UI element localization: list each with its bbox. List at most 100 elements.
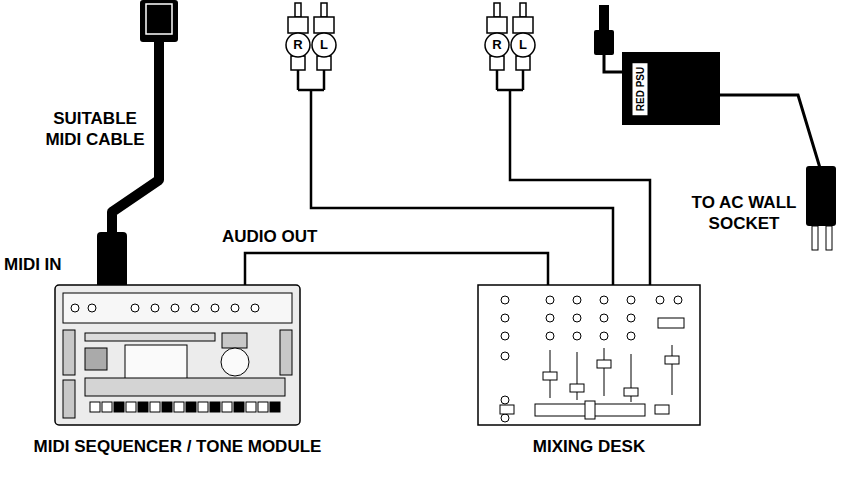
mixer-faders bbox=[624, 388, 638, 396]
mixer-illustration bbox=[478, 285, 700, 425]
rca-plug bbox=[485, 33, 509, 57]
rca-plug bbox=[522, 70, 525, 90]
sequencer-illustration bbox=[85, 333, 215, 341]
rca-plug bbox=[312, 33, 336, 57]
sequencer-illustration bbox=[63, 330, 75, 375]
channel-letter: R bbox=[290, 36, 306, 54]
rca-plug bbox=[314, 17, 334, 33]
rca-plug bbox=[497, 89, 523, 92]
rca-plug bbox=[511, 33, 535, 57]
mixer-faders bbox=[597, 348, 611, 396]
mixer-knobs bbox=[627, 332, 635, 340]
rca-plug bbox=[295, 3, 301, 17]
mixer-faders bbox=[543, 350, 557, 398]
sequencer-illustration bbox=[88, 304, 96, 312]
rca-plug bbox=[317, 56, 331, 70]
sequencer-illustration bbox=[71, 304, 79, 312]
mixer-knobs bbox=[600, 296, 608, 304]
mixer-faders bbox=[543, 372, 557, 380]
rca-plug bbox=[286, 33, 310, 57]
mixer-faders bbox=[672, 345, 673, 395]
sequencer-illustration bbox=[221, 348, 249, 376]
mixer-illustration bbox=[478, 285, 700, 425]
psu-label: RED PSU bbox=[633, 62, 648, 114]
rca-plug bbox=[291, 56, 305, 70]
step-keys bbox=[126, 402, 136, 412]
audio-cable bbox=[245, 253, 548, 285]
mixer-illustration bbox=[585, 401, 595, 419]
rca-plug bbox=[513, 17, 533, 33]
step-keys bbox=[270, 402, 280, 412]
power-leads bbox=[594, 30, 614, 55]
mixer-knobs bbox=[546, 296, 554, 304]
mixer-knobs bbox=[573, 332, 581, 340]
callout-label: SUITABLE MIDI CABLE bbox=[40, 108, 150, 151]
mixer-knobs bbox=[573, 314, 581, 322]
rca-plug bbox=[496, 70, 499, 90]
sequencer-illustration bbox=[85, 348, 107, 370]
mixer-faders bbox=[624, 354, 638, 402]
sequencer-illustration bbox=[55, 285, 300, 425]
step-keys bbox=[186, 402, 196, 412]
step-keys bbox=[114, 402, 124, 412]
mixer-knobs bbox=[573, 296, 581, 304]
mixer-faders bbox=[597, 360, 611, 368]
mixer-knobs bbox=[600, 314, 608, 322]
callout-label: TO AC WALL SOCKET bbox=[688, 192, 800, 235]
channel-letter: L bbox=[316, 36, 332, 54]
mixer-knobs bbox=[501, 414, 509, 422]
mixer-illustration bbox=[658, 318, 684, 328]
connector-label: AUDIO OUT bbox=[220, 226, 319, 247]
rca-plug bbox=[286, 3, 310, 90]
sequencer-illustration bbox=[222, 333, 247, 348]
mixer-knobs bbox=[501, 296, 682, 422]
step-keys bbox=[174, 402, 184, 412]
mixer-knobs bbox=[600, 332, 608, 340]
mixer-faders bbox=[604, 348, 605, 396]
sequencer-illustration bbox=[63, 380, 75, 418]
sequencer-illustration bbox=[151, 304, 159, 312]
mixer-knobs bbox=[501, 314, 509, 322]
mixer-knobs bbox=[501, 296, 509, 304]
step-keys bbox=[210, 402, 220, 412]
mixer-knobs bbox=[546, 332, 554, 340]
rca-plug bbox=[321, 3, 327, 17]
rca-plug bbox=[487, 17, 507, 33]
mixing-desk: MIXING DESK bbox=[478, 285, 700, 425]
rca-plug bbox=[312, 3, 336, 90]
device-label: MIDI SEQUENCER / TONE MODULE bbox=[34, 437, 322, 457]
rca-plug bbox=[511, 3, 535, 90]
rca-cables bbox=[286, 3, 650, 285]
channel-letter: L bbox=[515, 36, 531, 54]
power-leads bbox=[826, 226, 832, 250]
power-leads bbox=[806, 166, 836, 226]
channel-letter: R bbox=[489, 36, 505, 54]
mixer-knobs bbox=[501, 352, 509, 360]
sequencer-illustration bbox=[63, 293, 292, 323]
rca-plug bbox=[520, 3, 526, 17]
power-supply-box: RED PSU bbox=[622, 52, 720, 125]
device-label: MIXING DESK bbox=[533, 437, 645, 457]
power-leads bbox=[720, 95, 820, 168]
sequencer-illustration bbox=[231, 304, 239, 312]
rca-plug bbox=[298, 89, 324, 92]
power-leads bbox=[599, 5, 609, 33]
rca-cables bbox=[311, 90, 613, 285]
rca-plug bbox=[516, 56, 530, 70]
step-keys bbox=[90, 402, 100, 412]
step-keys bbox=[222, 402, 232, 412]
mixer-faders bbox=[665, 356, 679, 364]
midi-cable bbox=[97, 232, 127, 288]
sequencer-module: MIDI SEQUENCER / TONE MODULE bbox=[55, 285, 300, 425]
sequencer-illustration bbox=[211, 304, 219, 312]
midi-cable bbox=[146, 4, 172, 34]
power-leads bbox=[594, 5, 836, 250]
step-keys bbox=[162, 402, 172, 412]
rca-plug bbox=[323, 70, 326, 90]
sequencer-illustration bbox=[251, 304, 259, 312]
step-keys bbox=[102, 402, 112, 412]
sequencer-illustration bbox=[131, 304, 139, 312]
step-keys bbox=[90, 402, 280, 412]
step-keys bbox=[234, 402, 244, 412]
